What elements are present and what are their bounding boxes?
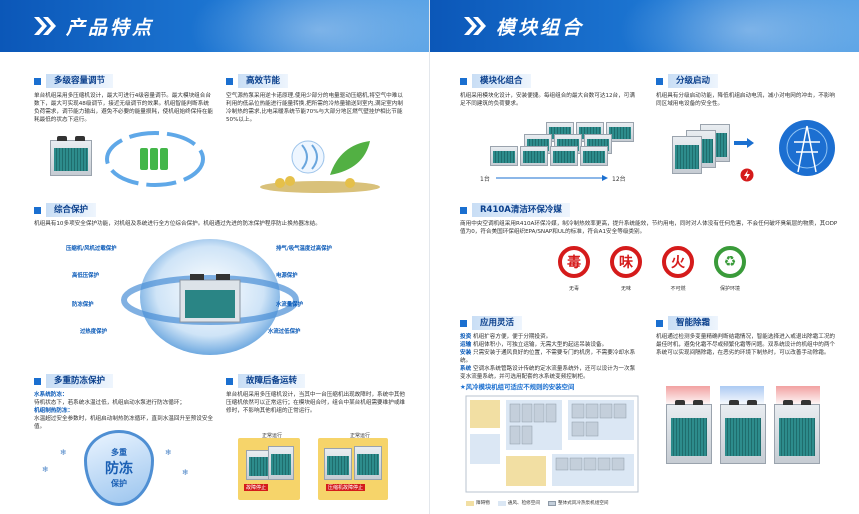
module-section-title: 模块化组合 [460, 74, 531, 88]
no-fire-icon: 火 [662, 246, 694, 278]
flexible-body: 投资 机组扩容方便，便于分期投资。 运输 机组体积小，可独立运输，无需大型的起运… [460, 334, 636, 380]
sign-label: 保护环境 [719, 286, 740, 292]
protection-body: 机组具有10多项安全保护功能，对机组及系统进行全方位综合保护。机组通过先进的防冻… [34, 221, 321, 227]
lightning-warning-icon [740, 168, 754, 182]
protection-item: 防冻保护 [72, 302, 94, 308]
no-odor-icon: 味 [610, 246, 642, 278]
snowflake-icon: ❄ [60, 448, 67, 457]
chevron-double-icon [34, 17, 56, 35]
r410a-section-title: R410A清洁环保冷媒 [460, 203, 570, 217]
protection-globe-image [121, 239, 299, 355]
capacity-section-title: 多级容量调节 [34, 74, 114, 88]
heat-pump-unit-image [354, 446, 382, 480]
staged-body: 机组具有分级启动功能，降低机组启动电流，减小对电网的冲击，不影响同区域用电设备的… [656, 93, 836, 107]
recycle-icon: ♻ [714, 246, 746, 278]
efficiency-body: 空气源热泵采用逆卡诺原理,使用少部分的电量驱动压缩机,将空气中难以利用的低品位热… [226, 93, 403, 123]
cold-glow [720, 386, 764, 406]
fault-body: 单台机组采用多压缩机设计，当其中一台压缩机出现故障时，系统中其他压缩机依然可以正… [226, 392, 406, 414]
snowflake-icon: ❄ [165, 448, 172, 457]
left-banner: 产品特点 [0, 0, 429, 52]
capacity-cycle-diagram [105, 131, 205, 187]
right-banner-title: 模块组合 [496, 17, 585, 39]
range-start-label: 1台 [480, 176, 490, 183]
sign-label: 无毒 [568, 286, 579, 292]
protection-item: 高低压保护 [72, 273, 99, 279]
protection-section-title: 综合保护 [34, 203, 97, 217]
arrow-right-icon [734, 138, 754, 148]
chevron-double-icon [464, 17, 486, 35]
fault-section-title: 故障后备运转 [226, 374, 306, 388]
power-grid-tower-image [779, 120, 835, 176]
heat-glow [666, 386, 710, 406]
range-arrow [496, 175, 608, 181]
heat-pump-unit-image [246, 450, 272, 480]
right-banner: 模块组合 [430, 0, 859, 52]
antifreeze-shield-badge: 多重 防冻 保护 [84, 430, 154, 506]
module-body: 机组采用模块化设计，安装便捷。每组组合的最大台数可达12台，可满足不同建筑的负荷… [460, 93, 635, 107]
efficiency-section-title: 高效节能 [226, 74, 289, 88]
no-toxic-icon: 毒 [558, 246, 590, 278]
page-fold [429, 0, 430, 514]
status-normal-label: 正常运行 [350, 433, 371, 439]
protection-item: 电源保护 [276, 273, 298, 279]
range-end-label: 12台 [612, 176, 626, 183]
installation-floor-plan [465, 395, 639, 493]
staged-section-title: 分级启动 [656, 74, 719, 88]
status-fault-label: 故障停止 [244, 484, 269, 491]
sign-label: 无味 [620, 286, 631, 292]
defrost-body: 机组通过检测多变量精确判断结霜情况，智能选择进入或退出除霜工况的最佳时机，避免化… [656, 334, 836, 356]
status-normal-label: 正常运行 [262, 433, 283, 439]
right-page: 模块组合 模块化组合 机组采用模块化设计，安装便捷。每组组合的最大台数可达12台… [430, 0, 859, 514]
protection-item: 水流量保护 [276, 302, 303, 308]
left-page: 产品特点 多级容量调节 单台机组采用多压缩机设计，最大可进行4级容量调节。最大模… [0, 0, 429, 514]
plan-legend: 障碍物 通风、检修空间 整体式风冷热泵机组空间 [466, 500, 609, 506]
protection-item: 水流过低保护 [268, 329, 301, 335]
antifreeze-section-title: 多重防冻保护 [34, 374, 114, 388]
defrost-section-title: 智能除霜 [656, 316, 719, 330]
flexible-section-title: 应用灵活 [460, 316, 523, 330]
energy-saving-bulb-image [260, 140, 380, 193]
plan-title: ★风冷模块机组可适应不规则的安装空间 [460, 383, 575, 391]
heat-pump-unit-image [50, 136, 92, 176]
protection-item: 排气/吸气温度过高保护 [276, 246, 332, 252]
snowflake-icon: ❄ [182, 468, 189, 477]
heat-pump-unit-image [324, 448, 352, 480]
protection-item: 压缩机/风机过载保护 [66, 246, 117, 252]
heat-pump-unit-image [268, 446, 294, 480]
protection-item: 过热度保护 [80, 329, 107, 335]
antifreeze-text: 水系统防冻： 待机状态下，若系统水温过低，机组启动水泵进行防冻循环； 机组制热防… [34, 392, 214, 430]
status-fault-label: 压缩机故障停止 [326, 484, 366, 491]
heat-pump-unit-image [774, 400, 820, 464]
left-banner-title: 产品特点 [66, 17, 155, 39]
snowflake-icon: ❄ [42, 465, 49, 474]
sign-label: 不可燃 [670, 286, 686, 292]
heat-pump-unit-image [666, 400, 712, 464]
heat-pump-unit-image [720, 400, 766, 464]
r410a-body: 商用中央空调机组采用R410A环保冷媒，制冷制热效率更高，提升系统能效，节约用电… [460, 221, 838, 235]
capacity-body: 单台机组采用多压缩机设计，最大可进行4级容量调节。最大模块组合台数下，最大可实现… [34, 93, 214, 123]
